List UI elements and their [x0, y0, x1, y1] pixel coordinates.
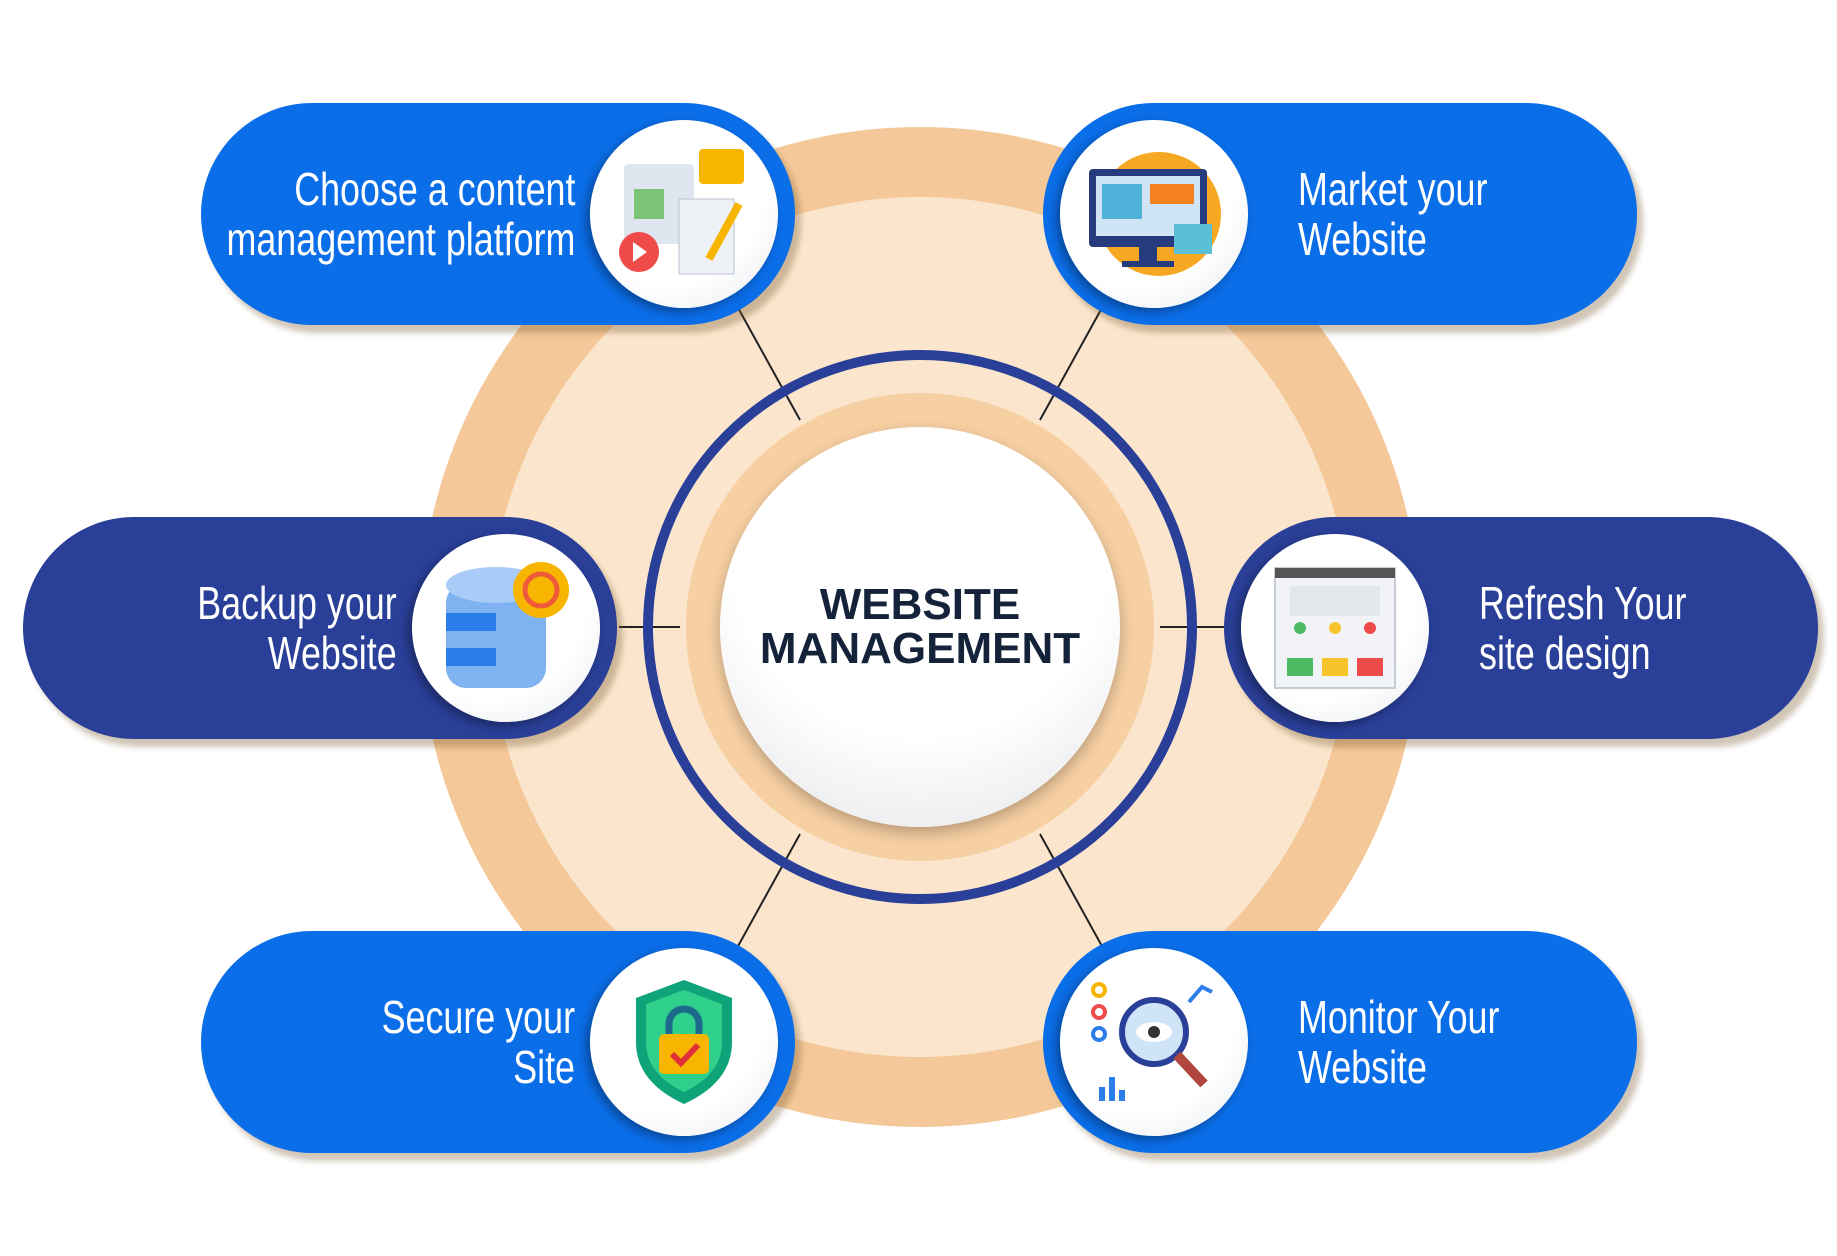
icon-circle: [590, 948, 778, 1136]
database-backup-icon: [446, 562, 569, 688]
icon-circle: [1060, 948, 1248, 1136]
center-title: WEBSITE MANAGEMENT: [720, 427, 1120, 827]
security-shield-icon: [636, 980, 732, 1104]
cms-content-icon: [619, 149, 744, 275]
icon-circle: [590, 120, 778, 308]
icon-circle: [1060, 120, 1248, 308]
icon-circle: [1241, 534, 1429, 722]
monitor-marketing-icon: [1089, 152, 1221, 276]
navy-ring: [643, 350, 1197, 904]
connector-lines: [619, 305, 1224, 949]
center-title-line2: MANAGEMENT: [759, 624, 1081, 673]
icon-circle: [412, 534, 600, 722]
analytics-magnifier-icon: [1091, 982, 1213, 1101]
center-title-line1: WEBSITE: [819, 580, 1021, 629]
web-layout-icon: [1274, 567, 1396, 689]
